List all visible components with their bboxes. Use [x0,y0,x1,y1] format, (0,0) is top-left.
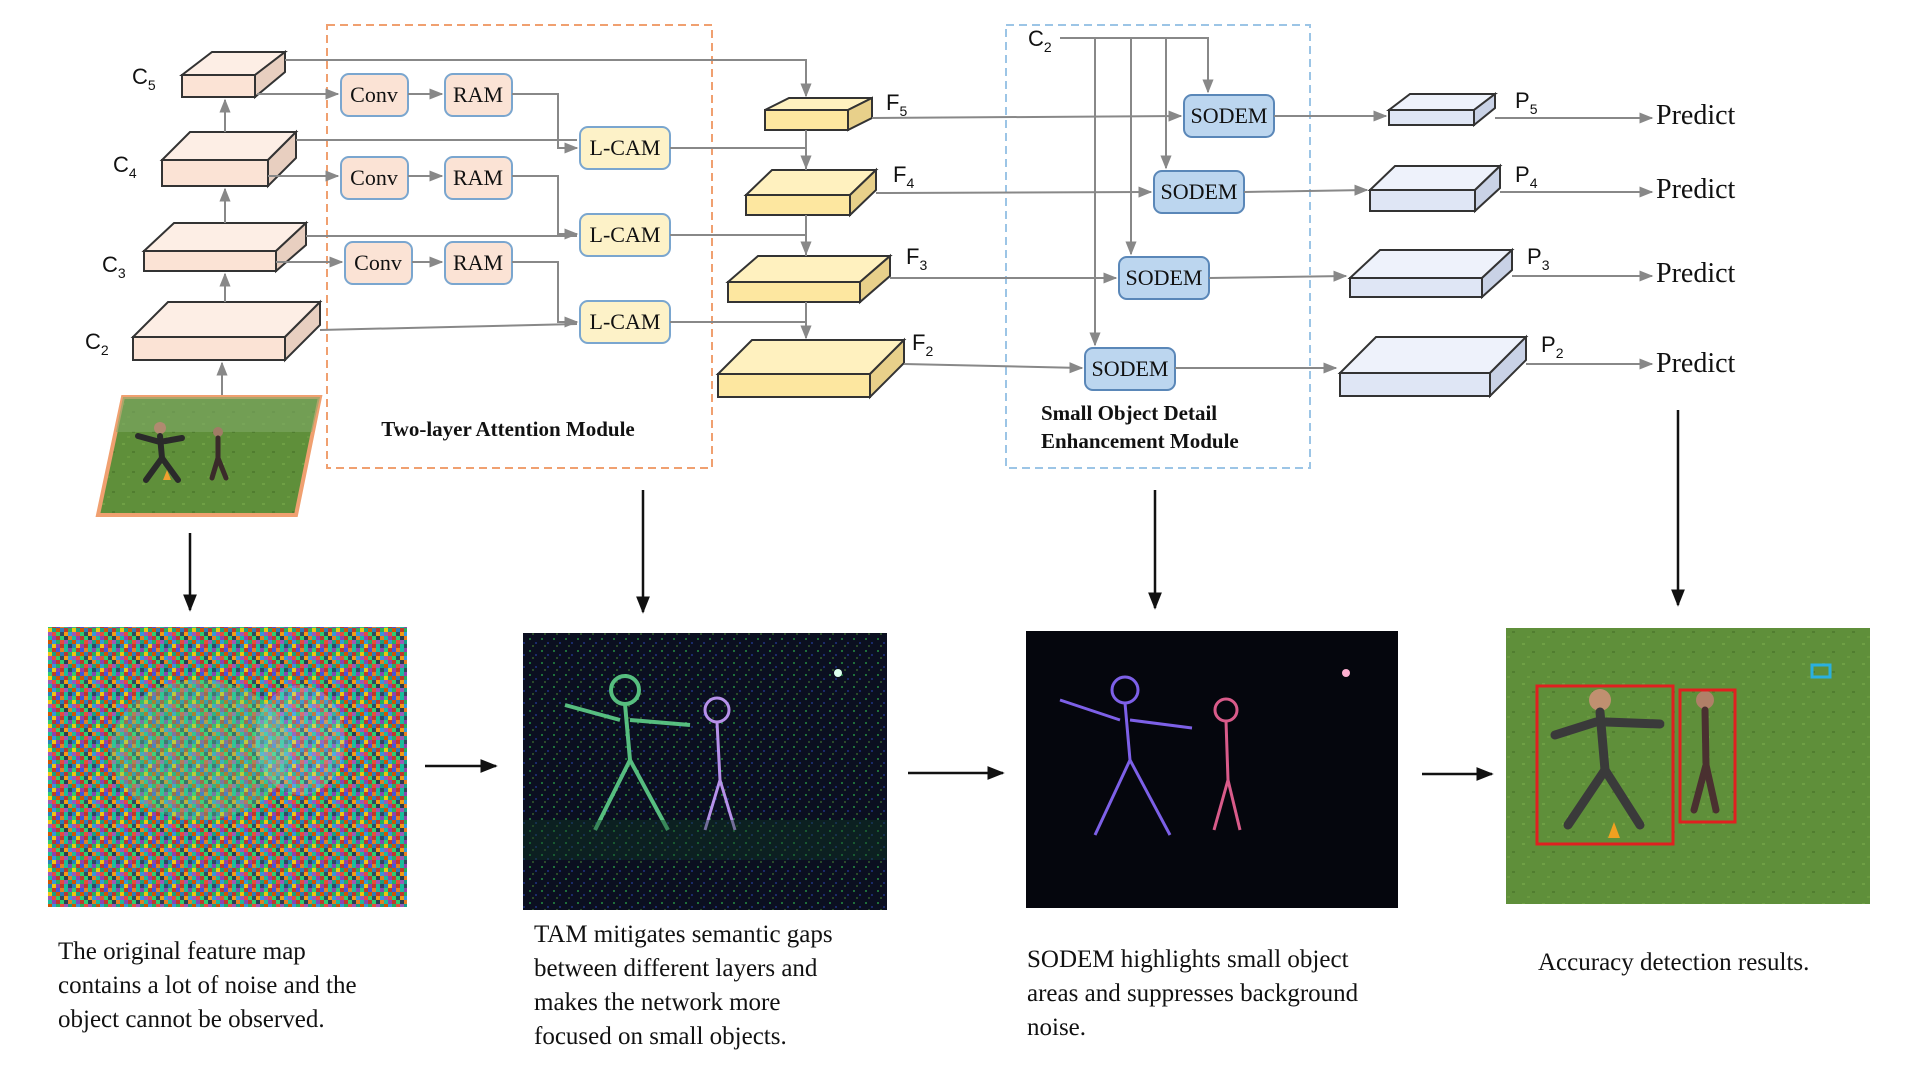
down-arrows [183,410,1685,614]
svg-text:Conv: Conv [350,165,398,190]
label-p2: P2 [1541,332,1564,361]
backbone-c4-block [159,129,299,189]
detection-result-image [1506,628,1870,904]
tam-module-border [326,24,713,469]
caption-tam: TAM mitigates semantic gaps between diff… [534,921,833,1050]
caption-detection: Accuracy detection results. [1538,949,1810,976]
ram-block-3: RAM [444,241,513,285]
ram-block-1: RAM [444,73,513,117]
fpn-f2-block [715,337,907,400]
pred-to-predict [1495,112,1654,370]
label-f5: F5 [886,90,907,119]
lcam-block-2: L-CAM [579,213,671,257]
svg-text:Conv: Conv [350,82,398,107]
sodem-block-2: SODEM [1153,170,1245,214]
input-image [95,395,323,517]
conv-block-3: Conv [344,241,413,285]
svg-text:SODEM: SODEM [1091,356,1168,381]
backbone-c3-block [141,220,309,274]
label-p3: P3 [1527,244,1550,273]
fpn-f3-block [725,253,893,305]
feature-map-tam [523,633,887,910]
svg-text:L-CAM: L-CAM [590,135,661,160]
label-f4: F4 [893,162,914,191]
fpn-to-sodem [871,110,1183,374]
pred-p5-block [1386,91,1498,128]
conv-block-2: Conv [340,156,409,200]
predict-label-1: Predict [1656,100,1736,131]
pred-p4-block [1367,163,1503,214]
sodem-module-title-line1: Small Object Detail [1041,401,1217,425]
sodem-block-4: SODEM [1084,347,1176,391]
label-p4: P4 [1515,162,1538,191]
lcam-block-3: L-CAM [579,300,671,344]
lcam-block-1: L-CAM [579,126,671,170]
fpn-f5-block [764,96,873,132]
predict-label-2: Predict [1656,174,1736,205]
conv-block-1: Conv [340,73,409,117]
sodem-block-1: SODEM [1183,94,1275,138]
svg-text:SODEM: SODEM [1125,265,1202,290]
backbone-c5-block [179,49,288,100]
label-f3: F3 [906,244,927,273]
label-c4: C4 [113,152,137,181]
panel-arrows [425,759,1494,781]
svg-text:Conv: Conv [354,250,402,275]
predict-label-4: Predict [1656,348,1736,379]
svg-text:RAM: RAM [453,82,503,107]
label-f2: F2 [912,330,933,359]
svg-text:RAM: RAM [453,250,503,275]
feature-map-original [48,627,407,907]
tam-connections [257,59,812,340]
caption-sodem: SODEM highlights small object areas and … [1027,946,1359,1041]
detection-box-person-2 [1678,688,1737,824]
label-c3: C3 [102,252,126,281]
svg-text:SODEM: SODEM [1190,103,1267,128]
svg-text:L-CAM: L-CAM [590,309,661,334]
label-c5: C5 [132,64,156,93]
backbone-c2-block [130,299,323,363]
label-sodem-c2: C2 [1028,26,1052,55]
fpn-f4-block [743,167,879,218]
predict-label-3: Predict [1656,258,1736,289]
label-c2: C2 [85,329,109,358]
tam-module-title: Two-layer Attention Module [381,417,635,441]
svg-text:L-CAM: L-CAM [590,222,661,247]
detection-box-small-object [1810,663,1832,679]
pred-p3-block [1347,247,1515,300]
detection-box-person-1 [1535,684,1675,846]
ram-block-2: RAM [444,156,513,200]
svg-text:RAM: RAM [453,165,503,190]
pred-p2-block [1337,334,1529,399]
svg-text:SODEM: SODEM [1160,179,1237,204]
sodem-module-border [1005,24,1311,469]
sodem-module-title-line2: Enhancement Module [1041,429,1239,453]
label-p5: P5 [1515,88,1538,117]
caption-original-feature-map: The original feature map contains a lot … [58,938,357,1033]
feature-map-sodem [1026,631,1398,908]
sodem-block-3: SODEM [1118,256,1210,300]
sodem-to-pred [1175,110,1388,374]
